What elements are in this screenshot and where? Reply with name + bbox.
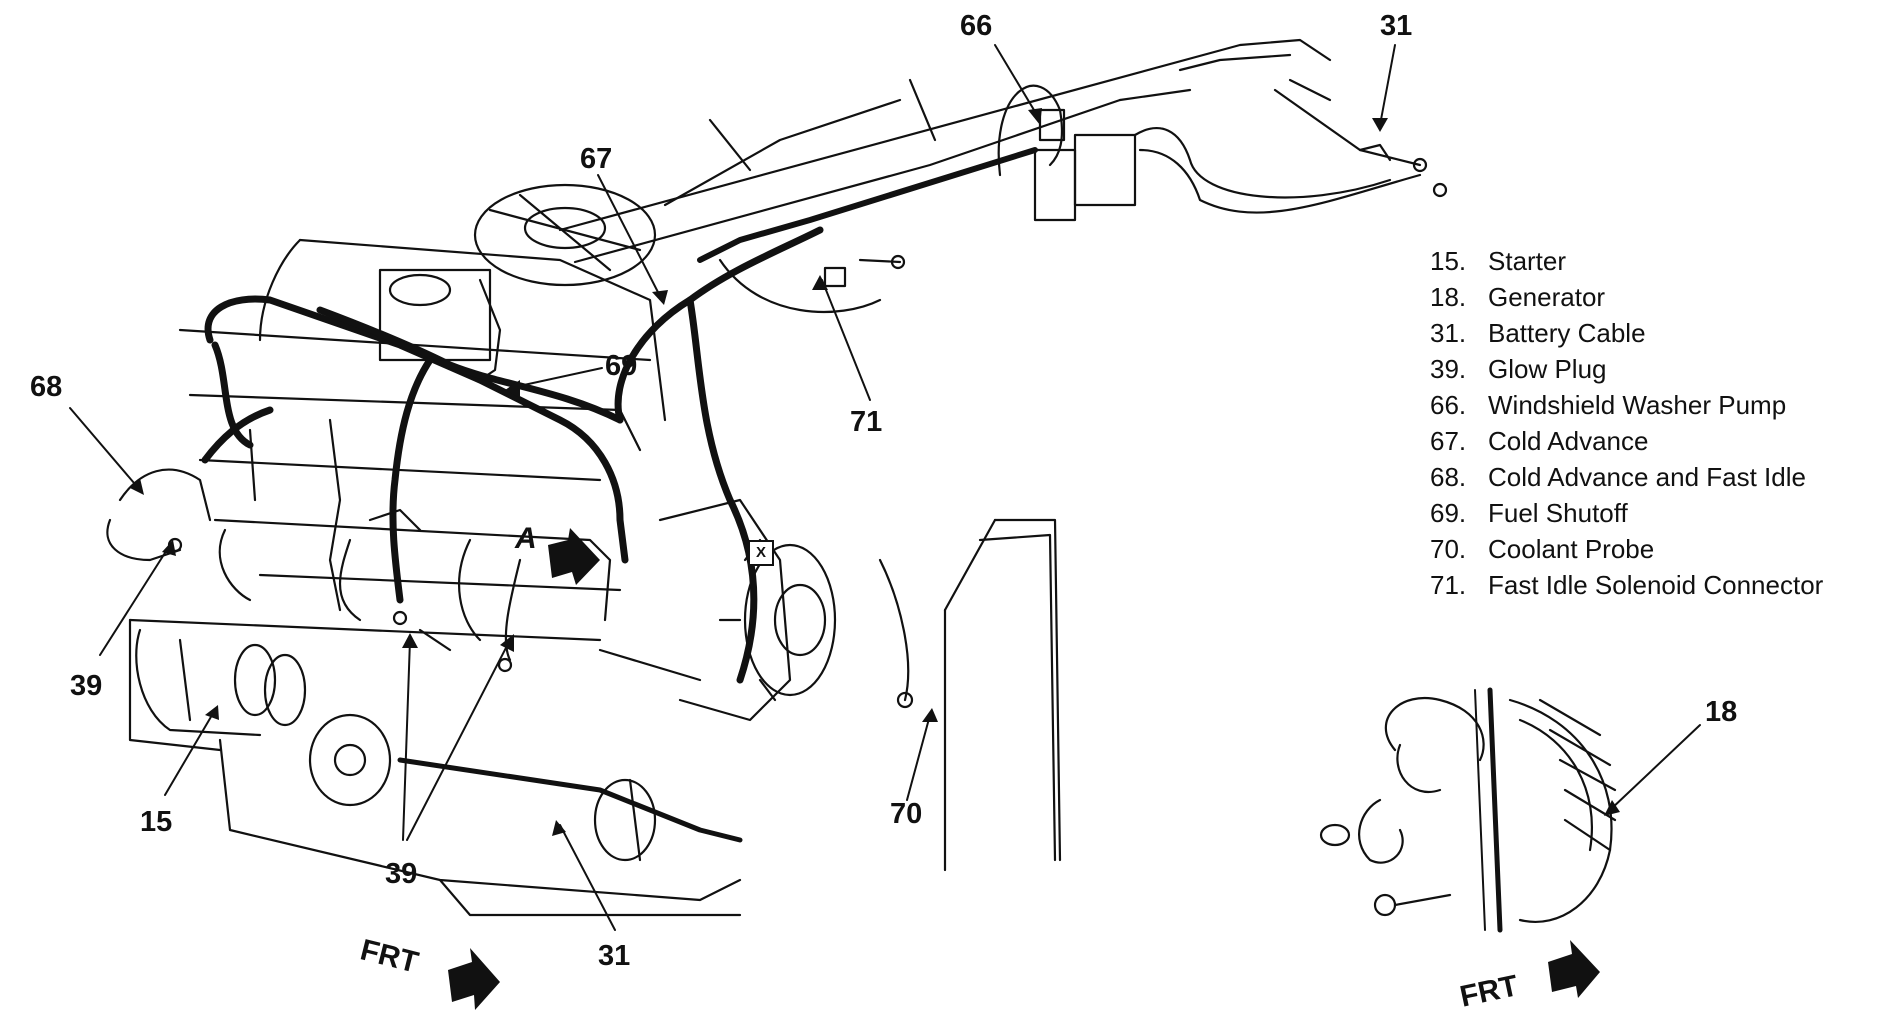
legend-item-windshield-washer-pump: 66. Windshield Washer Pump — [1430, 387, 1823, 423]
air-cleaner-lid — [473, 183, 657, 287]
leader-arrowhead-39-left — [162, 540, 176, 556]
legend-number: 69. — [1430, 498, 1467, 528]
legend-text: Windshield Washer Pump — [1488, 390, 1787, 420]
leader-arrowhead-69 — [505, 380, 520, 398]
legend-number: 31. — [1430, 318, 1467, 348]
legend-item-fast-idle-solenoid-connector: 71. Fast Idle Solenoid Connector — [1430, 567, 1823, 603]
generator-outline — [598, 498, 837, 722]
parts-legend: 15. Starter 18. Generator 31. Battery Cable… — [1430, 243, 1823, 603]
frt-detail-arrow — [1548, 940, 1600, 998]
glow-plug-wires — [106, 468, 522, 673]
leader-arrowhead-67 — [652, 290, 668, 305]
view-a-label: A — [515, 522, 537, 555]
legend-number: 70. — [1430, 534, 1467, 564]
engine-harness — [201, 226, 824, 684]
coolant-probe — [878, 558, 914, 709]
engine-block — [128, 238, 742, 917]
legend-item-cold-advance: 67. Cold Advance — [1430, 423, 1823, 459]
callout-39-left: 39 — [70, 670, 103, 702]
view-a-arrow — [548, 528, 600, 585]
callout-31-bottom: 31 — [598, 940, 631, 972]
callout-71: 71 — [850, 406, 883, 438]
legend-text: Generator — [1488, 282, 1606, 312]
radiator-outline — [943, 518, 1062, 872]
leader-arrowhead-31-bottom — [552, 820, 566, 836]
callout-15: 15 — [140, 806, 173, 838]
legend-number: 68. — [1430, 462, 1467, 492]
legend-text: Battery Cable — [1488, 318, 1646, 348]
legend-number: 18. — [1430, 282, 1467, 312]
legend-item-starter: 15. Starter — [1430, 243, 1823, 279]
callout-18: 18 — [1705, 696, 1738, 728]
legend-number: 15. — [1430, 246, 1467, 276]
legend-text: Fuel Shutoff — [1488, 498, 1628, 528]
callout-70: 70 — [890, 798, 923, 830]
legend-text: Cold Advance — [1488, 426, 1649, 456]
callout-66: 66 — [960, 10, 993, 42]
callout-67: 67 — [580, 143, 613, 175]
callout-69: 69 — [605, 350, 638, 382]
leader-arrowhead-70 — [922, 708, 938, 722]
legend-item-cold-advance-fast-idle: 68. Cold Advance and Fast Idle — [1430, 459, 1823, 495]
legend-item-battery-cable: 31. Battery Cable — [1430, 315, 1823, 351]
legend-text: Coolant Probe — [1488, 534, 1655, 564]
callout-31-top: 31 — [1380, 10, 1413, 42]
detail-generator — [1319, 687, 1617, 933]
legend-text: Cold Advance and Fast Idle — [1488, 462, 1806, 492]
legend-number: 66. — [1430, 390, 1467, 420]
legend-number: 71. — [1430, 570, 1467, 600]
legend-text: Fast Idle Solenoid Connector — [1488, 570, 1824, 600]
leader-arrowhead-39-b — [500, 634, 514, 652]
callout-68: 68 — [30, 371, 63, 403]
starter-outline — [135, 628, 392, 807]
leader-arrowhead-15 — [205, 705, 219, 720]
leader-lines — [69, 44, 1701, 931]
generator-x-mark: X — [748, 540, 774, 566]
top-harness — [697, 78, 1448, 263]
legend-item-fuel-shutoff: 69. Fuel Shutoff — [1430, 495, 1823, 531]
legend-item-glow-plug: 39. Glow Plug — [1430, 351, 1823, 387]
leader-arrowhead-31-top — [1372, 118, 1388, 132]
leader-arrowhead-39-a — [402, 633, 418, 648]
leader-arrowhead-71 — [812, 275, 828, 290]
legend-number: 67. — [1430, 426, 1467, 456]
leader-arrowhead-66 — [1028, 108, 1042, 125]
cowl-outline — [558, 38, 1332, 264]
legend-item-generator: 18. Generator — [1430, 279, 1823, 315]
solenoid-connector — [718, 254, 906, 313]
callout-39-bottom: 39 — [385, 858, 418, 890]
legend-number: 39. — [1430, 354, 1467, 384]
washer-pump — [997, 84, 1137, 222]
frt-main-arrow — [448, 948, 500, 1010]
leader-arrowhead-68 — [130, 478, 144, 495]
legend-text: Glow Plug — [1488, 354, 1607, 384]
battery-cable — [397, 757, 743, 862]
leader-arrowhead-18 — [1604, 800, 1620, 816]
legend-text: Starter — [1488, 246, 1567, 276]
legend-item-coolant-probe: 70. Coolant Probe — [1430, 531, 1823, 567]
